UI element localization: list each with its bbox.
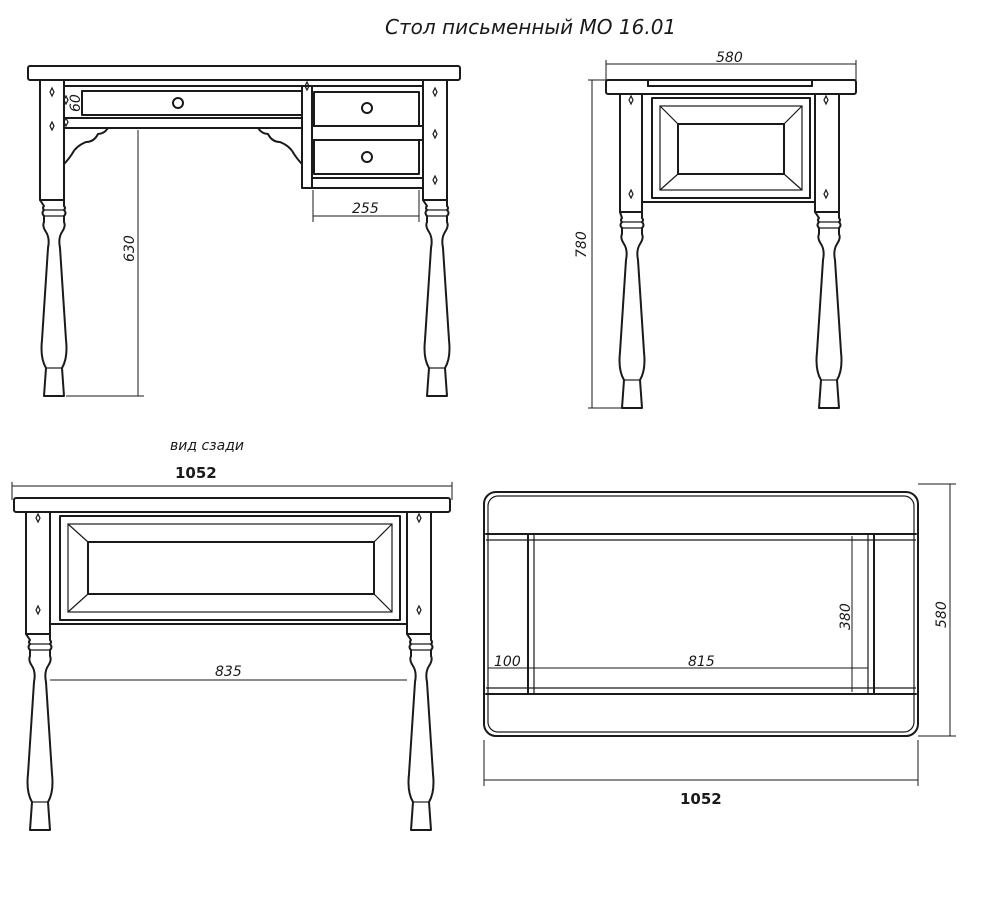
front-tabletop — [27, 65, 461, 81]
front-drawer-long — [81, 90, 303, 116]
front-dim-630: 630 — [122, 235, 138, 262]
side-right-leg-block — [814, 93, 840, 213]
top-view: 380 100 815 580 1052 — [483, 483, 956, 808]
top-dim-1052: 1052 — [680, 790, 722, 808]
back-left-leg — [25, 633, 54, 831]
side-panel-center — [677, 123, 785, 175]
front-drawer-knob — [172, 97, 184, 109]
front-drawer-upper — [313, 91, 420, 127]
front-view: 630 60 255 — [27, 65, 461, 397]
side-view: 580 780 — [574, 50, 857, 409]
back-right-leg-block — [406, 511, 432, 635]
top-dim-100: 100 — [494, 654, 521, 670]
side-tabletop — [605, 79, 857, 95]
back-panel-frame — [59, 515, 401, 621]
side-right-leg — [814, 211, 843, 409]
back-view-caption: вид сзади — [170, 438, 244, 454]
front-right-leg — [422, 199, 451, 397]
back-dim-835: 835 — [215, 664, 242, 680]
drawing-title: Стол письменный МО 16.01 — [385, 15, 676, 39]
top-dim-580: 580 — [934, 601, 950, 628]
side-dim-580: 580 — [716, 50, 743, 66]
side-dim-780: 780 — [574, 231, 590, 258]
front-dim-60: 60 — [68, 94, 84, 112]
front-left-leg-block — [39, 79, 65, 201]
front-left-bracket — [63, 127, 109, 165]
back-left-leg-block — [25, 511, 51, 635]
front-drawer-upper-knob — [361, 102, 373, 114]
front-middle-bracket — [257, 127, 303, 165]
top-dim-815: 815 — [688, 654, 715, 670]
front-drawer-lower — [313, 139, 420, 175]
back-tabletop — [13, 497, 451, 513]
back-panel-center — [87, 541, 375, 595]
side-panel-frame — [651, 97, 811, 199]
back-view: вид сзади 1052 835 — [11, 438, 453, 831]
front-pedestal-side — [301, 85, 313, 189]
front-left-leg — [39, 199, 68, 397]
front-drawer-lower-knob — [361, 151, 373, 163]
back-dim-1052: 1052 — [175, 464, 217, 482]
front-right-leg-block — [422, 79, 448, 201]
side-left-leg — [618, 211, 646, 409]
side-left-leg-block — [619, 93, 643, 213]
back-right-leg — [406, 633, 435, 831]
front-dim-255: 255 — [352, 201, 379, 217]
top-outer-outline — [483, 491, 919, 737]
top-dim-380: 380 — [838, 603, 854, 630]
